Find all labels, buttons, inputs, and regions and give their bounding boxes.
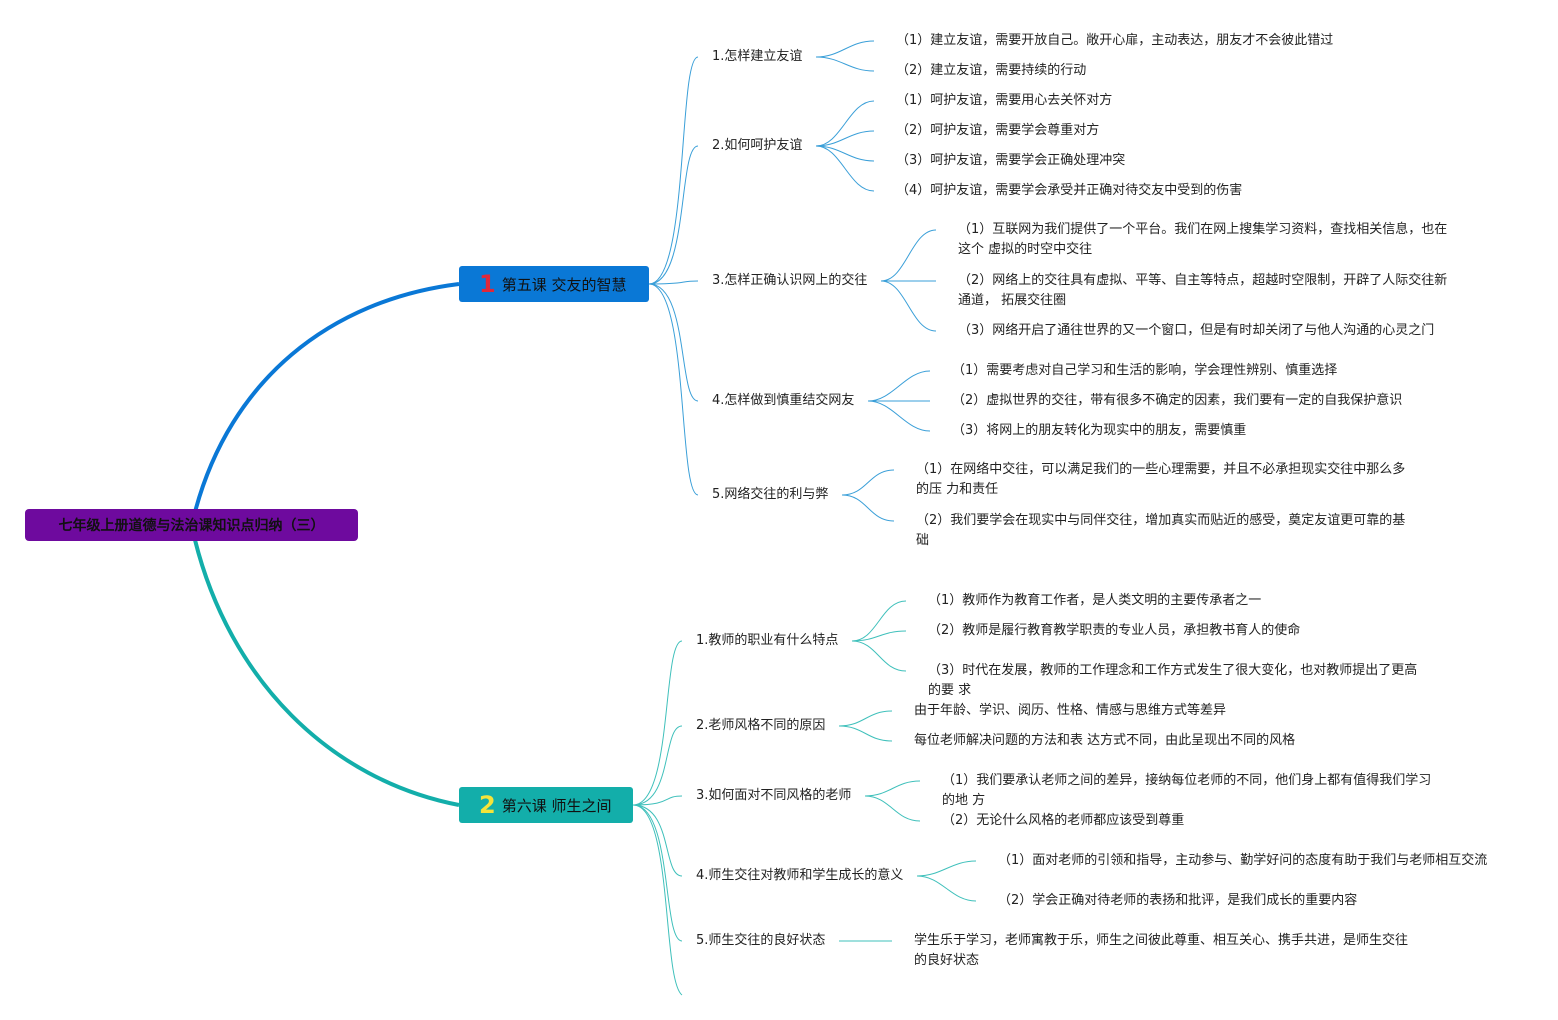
lesson-1-topic-2[interactable]: 2.如何呵护友谊 — [712, 138, 803, 153]
lesson-1-topic-3-point-3[interactable]: （3）网络开启了通往世界的又一个窗口，但是有时却关闭了与他人沟通的心灵之门 — [958, 323, 1435, 338]
lesson-1-topic-1[interactable]: 1.怎样建立友谊 — [712, 49, 803, 64]
topic-2-1-to-point-2-connector — [851, 630, 907, 642]
lesson-1-to-topic-1-connector — [648, 56, 699, 285]
lesson-2-to-topic-2-connector — [632, 725, 683, 806]
lesson-1-topic-5-point-1[interactable]: （1）在网络中交往，可以满足我们的一些心理需要，并且不必承担现实交往中那么多的压… — [916, 462, 1406, 497]
lesson-2-topic-1[interactable]: 1.教师的职业有什么特点 — [696, 633, 839, 648]
lesson-2-topic-5[interactable]: 5.师生交往的良好状态 — [696, 933, 826, 948]
lesson-1-topic-1-point-1[interactable]: （1）建立友谊，需要开放自己。敞开心扉，主动表达，朋友才不会彼此错过 — [896, 33, 1334, 48]
lesson-1-topic-2-point-2[interactable]: （2）呵护友谊，需要学会尊重对方 — [896, 123, 1100, 138]
topic-1-2-to-point-2-connector — [815, 130, 875, 147]
lesson-1-to-topic-5-connector — [648, 283, 699, 496]
lesson-2-topic-2[interactable]: 2.老师风格不同的原因 — [696, 718, 826, 733]
lesson-1-topic-4-point-2[interactable]: （2）虚拟世界的交往，带有很多不确定的因素，我们要有一定的自我保护意识 — [952, 393, 1403, 408]
topic-1-1-to-point-1-connector — [815, 40, 875, 58]
lesson-1-topic-4-point-1[interactable]: （1）需要考虑对自己学习和生活的影响，学会理性辨别、慎重选择 — [952, 363, 1338, 378]
lesson-2-topic-1-point-2[interactable]: （2）教师是履行教育教学职责的专业人员，承担教书育人的使命 — [928, 623, 1301, 638]
topic-1-3-to-point-3-connector — [880, 280, 937, 332]
lesson-1-topic-5[interactable]: 5.网络交往的利与弊 — [712, 487, 829, 502]
lesson-1-topic-1-point-2[interactable]: （2）建立友谊，需要持续的行动 — [896, 63, 1087, 78]
topic-1-1-to-point-2-connector — [815, 56, 875, 72]
topic-2-1-to-point-1-connector — [851, 600, 907, 642]
lesson-1-topic-5-point-2[interactable]: （2）我们要学会在现实中与同伴交往，增加真实而贴近的感受，奠定友谊更可靠的基础 — [916, 513, 1406, 548]
lesson-2-number-marker: 2 — [479, 791, 496, 819]
topic-2-4-to-point-2-connector — [916, 875, 977, 902]
lesson-2-topic-5-point-1[interactable]: 学生乐于学习，老师寓教于乐，师生之间彼此尊重、相互关心、携手共进，是师生交往 的… — [914, 933, 1409, 968]
lesson-2-topic-4[interactable]: 4.师生交往对教师和学生成长的意义 — [696, 868, 904, 883]
topic-2-4-to-point-1-connector — [916, 860, 977, 877]
lesson-1-topic-2-point-1[interactable]: （1）呵护友谊，需要用心去关怀对方 — [896, 93, 1113, 108]
lesson-2-extra-connector — [632, 804, 683, 996]
lesson-2-topic-3-point-2[interactable]: （2）无论什么风格的老师都应该受到尊重 — [942, 813, 1185, 828]
topic-1-5-to-point-2-connector — [841, 494, 895, 522]
lesson-2-topic-4-point-2[interactable]: （2）学会正确对待老师的表扬和批评，是我们成长的重要内容 — [998, 893, 1358, 908]
lesson-1-topic-2-point-3[interactable]: （3）呵护友谊，需要学会正确处理冲突 — [896, 153, 1126, 168]
topic-1-3-to-point-1-connector — [880, 229, 937, 282]
root-topic-label: 七年级上册道德与法治课知识点归纳（三） — [58, 518, 325, 534]
lesson-1-topic-3-point-2[interactable]: （2）网络上的交往具有虚拟、平等、自主等特点，超越时空限制，开辟了人际交往新通道… — [958, 273, 1448, 308]
lesson-1-title: 第五课 交友的智慧 — [501, 275, 627, 294]
lesson-1-number-marker: 1 — [479, 270, 496, 298]
lesson-2-to-topic-4-connector — [632, 804, 683, 877]
lesson-1-to-topic-4-connector — [648, 283, 699, 402]
lesson-1-to-topic-3-connector — [648, 280, 699, 285]
topic-2-3-to-point-1-connector — [864, 780, 921, 797]
lesson-2-topic-2-point-1[interactable]: 由于年龄、学识、阅历、性格、情感与思维方式等差异 — [914, 703, 1227, 718]
lesson-2-topic-1-point-3[interactable]: （3）时代在发展，教师的工作理念和工作方式发生了很大变化，也对教师提出了更高的要… — [928, 663, 1418, 698]
lesson-2-topic-1-point-1[interactable]: （1）教师作为教育工作者，是人类文明的主要传承者之一 — [928, 593, 1262, 608]
topic-1-4-to-point-3-connector — [867, 400, 931, 432]
topic-1-2-to-point-1-connector — [815, 100, 875, 147]
topic-2-2-to-point-2-connector — [838, 725, 893, 742]
lesson-1-topic-4-point-3[interactable]: （3）将网上的朋友转化为现实中的朋友，需要慎重 — [952, 423, 1247, 438]
root-to-lesson-1-connector — [193, 282, 460, 513]
lesson-2-to-topic-3-connector — [632, 795, 683, 806]
root-topic[interactable]: 七年级上册道德与法治课知识点归纳（三） — [25, 509, 358, 541]
lesson-2-topic-4-point-1[interactable]: （1）面对老师的引领和指导，主动参与、勤学好问的态度有助于我们与老师相互交流 — [998, 853, 1488, 868]
lesson-2-topic[interactable]: 2 第六课 师生之间 — [459, 787, 633, 823]
lesson-2-title: 第六课 师生之间 — [501, 796, 612, 815]
lesson-1-topic-2-point-4[interactable]: （4）呵护友谊，需要学会承受并正确对待交友中受到的伤害 — [896, 183, 1243, 198]
topic-2-3-to-point-2-connector — [864, 795, 921, 822]
topic-2-1-to-point-3-connector — [851, 640, 907, 672]
lesson-2-topic-3[interactable]: 3.如何面对不同风格的老师 — [696, 788, 852, 803]
lesson-1-topic[interactable]: 1 第五课 交友的智慧 — [459, 266, 649, 302]
lesson-2-to-topic-5-connector — [632, 804, 683, 942]
lesson-1-topic-3[interactable]: 3.怎样正确认识网上的交往 — [712, 273, 868, 288]
lesson-1-to-topic-2-connector — [648, 145, 699, 285]
lesson-2-to-topic-1-connector — [632, 640, 683, 806]
topic-1-5-to-point-1-connector — [841, 469, 895, 496]
lesson-2-topic-3-point-1[interactable]: （1）我们要承认老师之间的差异，接纳每位老师的不同，他们身上都有值得我们学习的地… — [942, 773, 1432, 808]
topic-1-2-to-point-4-connector — [815, 145, 875, 192]
topic-2-2-to-point-1-connector — [838, 710, 893, 727]
topic-1-2-to-point-3-connector — [815, 145, 875, 162]
root-to-lesson-2-connector — [193, 539, 460, 807]
lesson-1-topic-4[interactable]: 4.怎样做到慎重结交网友 — [712, 393, 855, 408]
lesson-1-topic-3-point-1[interactable]: （1）互联网为我们提供了一个平台。我们在网上搜集学习资料，查找相关信息，也在这个… — [958, 222, 1448, 257]
topic-1-4-to-point-1-connector — [867, 370, 931, 402]
lesson-2-topic-2-point-2[interactable]: 每位老师解决问题的方法和表 达方式不同，由此呈现出不同的风格 — [914, 733, 1296, 748]
